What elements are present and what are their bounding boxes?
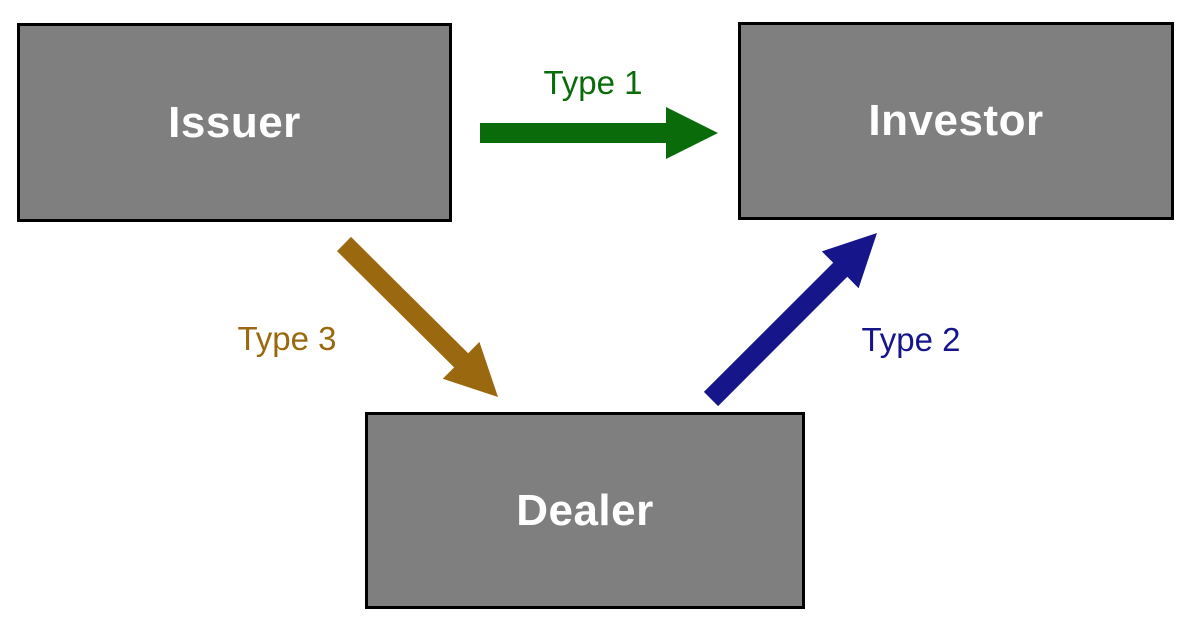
arrow-type1-icon xyxy=(480,107,718,159)
arrow-type3-icon xyxy=(337,236,498,397)
node-dealer-label: Dealer xyxy=(516,485,654,535)
node-issuer-label: Issuer xyxy=(168,97,301,147)
arrow-type2-icon xyxy=(703,233,877,407)
edge-label-type1: Type 1 xyxy=(543,64,643,101)
edge-label-type3: Type 3 xyxy=(237,320,337,357)
node-investor-label: Investor xyxy=(868,96,1044,145)
node-issuer: Issuer xyxy=(17,23,452,222)
node-investor: Investor xyxy=(738,22,1174,220)
edge-label-type2: Type 2 xyxy=(861,321,961,358)
node-dealer: Dealer xyxy=(365,412,805,609)
